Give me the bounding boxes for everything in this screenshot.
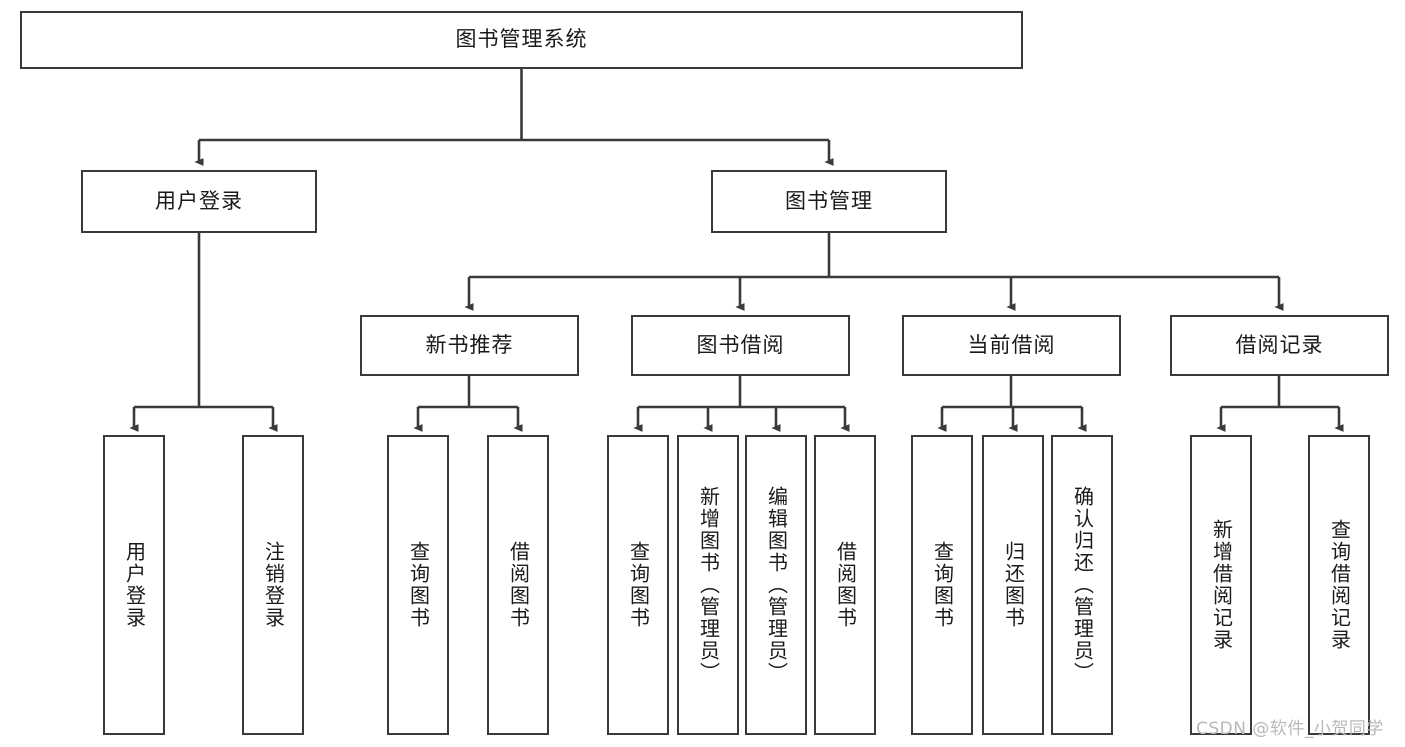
node-leaf-edit-book-label: 编辑图书（管理员） [764, 486, 789, 684]
node-leaf-user-logout-label: 注销登录 [261, 541, 286, 629]
node-leaf-borrow-book-1-label: 借阅图书 [506, 541, 531, 629]
node-leaf-query-record-label: 查询借阅记录 [1327, 519, 1352, 651]
node-leaf-add-book[interactable]: 新增图书（管理员） [677, 435, 739, 735]
node-current-borrow-label: 当前借阅 [967, 332, 1056, 357]
node-leaf-user-logout[interactable]: 注销登录 [242, 435, 304, 735]
node-root-label: 图书管理系统 [455, 27, 588, 52]
node-new-book-rec[interactable]: 新书推荐 [360, 315, 579, 376]
node-current-borrow[interactable]: 当前借阅 [902, 315, 1121, 376]
node-leaf-add-record[interactable]: 新增借阅记录 [1190, 435, 1252, 735]
node-book-borrow-label: 图书借阅 [696, 332, 785, 357]
node-leaf-add-record-label: 新增借阅记录 [1209, 519, 1234, 651]
node-book-borrow[interactable]: 图书借阅 [631, 315, 850, 376]
node-leaf-return-book-label: 归还图书 [1001, 541, 1026, 629]
node-leaf-confirm-return[interactable]: 确认归还（管理员） [1051, 435, 1113, 735]
node-leaf-add-book-label: 新增图书（管理员） [696, 486, 721, 684]
node-leaf-return-book[interactable]: 归还图书 [982, 435, 1044, 735]
node-leaf-user-login-label: 用户登录 [122, 541, 147, 629]
node-root[interactable]: 图书管理系统 [20, 11, 1023, 69]
node-borrow-record-label: 借阅记录 [1235, 332, 1324, 357]
node-leaf-query-book-2-label: 查询图书 [626, 541, 651, 629]
node-leaf-borrow-book-2[interactable]: 借阅图书 [814, 435, 876, 735]
node-book-manage[interactable]: 图书管理 [711, 170, 947, 233]
node-leaf-edit-book[interactable]: 编辑图书（管理员） [745, 435, 807, 735]
csdn-watermark: CSDN @软件_小贺同学 [1196, 719, 1384, 739]
node-book-manage-label: 图书管理 [785, 188, 873, 213]
node-user-login-label: 用户登录 [155, 188, 243, 213]
node-borrow-record[interactable]: 借阅记录 [1170, 315, 1389, 376]
node-user-login[interactable]: 用户登录 [81, 170, 317, 233]
node-leaf-borrow-book-1[interactable]: 借阅图书 [487, 435, 549, 735]
node-leaf-confirm-return-label: 确认归还（管理员） [1070, 486, 1095, 684]
node-new-book-rec-label: 新书推荐 [425, 332, 514, 357]
node-leaf-query-book-3-label: 查询图书 [930, 541, 955, 629]
node-leaf-query-book-2[interactable]: 查询图书 [607, 435, 669, 735]
node-leaf-borrow-book-2-label: 借阅图书 [833, 541, 858, 629]
node-leaf-query-book-1-label: 查询图书 [406, 541, 431, 629]
node-leaf-user-login[interactable]: 用户登录 [103, 435, 165, 735]
node-leaf-query-book-3[interactable]: 查询图书 [911, 435, 973, 735]
node-leaf-query-book-1[interactable]: 查询图书 [387, 435, 449, 735]
node-leaf-query-record[interactable]: 查询借阅记录 [1308, 435, 1370, 735]
